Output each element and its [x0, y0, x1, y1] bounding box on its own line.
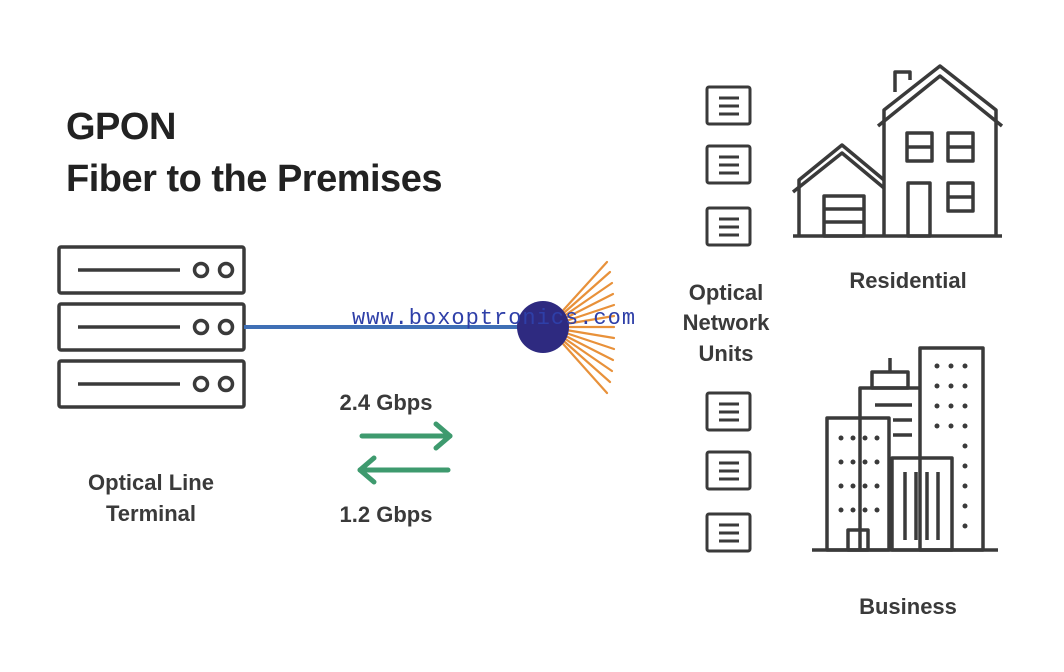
- page-title-line-1: GPON: [66, 106, 176, 148]
- business-label: Business: [859, 594, 957, 619]
- watermark-text: www.boxoptronics.com: [352, 306, 637, 331]
- onu-device-icon: [705, 144, 752, 185]
- splitter-node: [517, 301, 569, 353]
- onu-label-line-2: Network: [682, 310, 770, 335]
- onu-device-icon: [705, 512, 752, 553]
- onu-label-line-1: Optical: [688, 280, 764, 305]
- office-buildings-icon: [812, 346, 998, 552]
- onu-device-icon: [705, 85, 752, 126]
- building-windows: [838, 363, 968, 529]
- onu-device-icon: [705, 206, 752, 247]
- olt-label-line-2: Terminal: [105, 501, 197, 526]
- onu-device-icon: [705, 450, 752, 491]
- onu-devices: [705, 85, 752, 553]
- upstream-arrow-icon: [357, 455, 451, 485]
- downstream-arrow-icon: [359, 421, 453, 451]
- downstream-speed: 2.4 Gbps: [339, 390, 433, 415]
- olt-label-line-1: Optical Line: [88, 470, 214, 495]
- onu-device-icon: [705, 391, 752, 432]
- house-icon: [791, 64, 1004, 238]
- upstream-speed: 1.2 Gbps: [339, 502, 433, 527]
- olt-server-icon: [57, 245, 246, 409]
- onu-label-line-3: Units: [698, 341, 754, 366]
- page-title-line-2: Fiber to the Premises: [66, 158, 442, 200]
- residential-label: Residential: [849, 268, 967, 293]
